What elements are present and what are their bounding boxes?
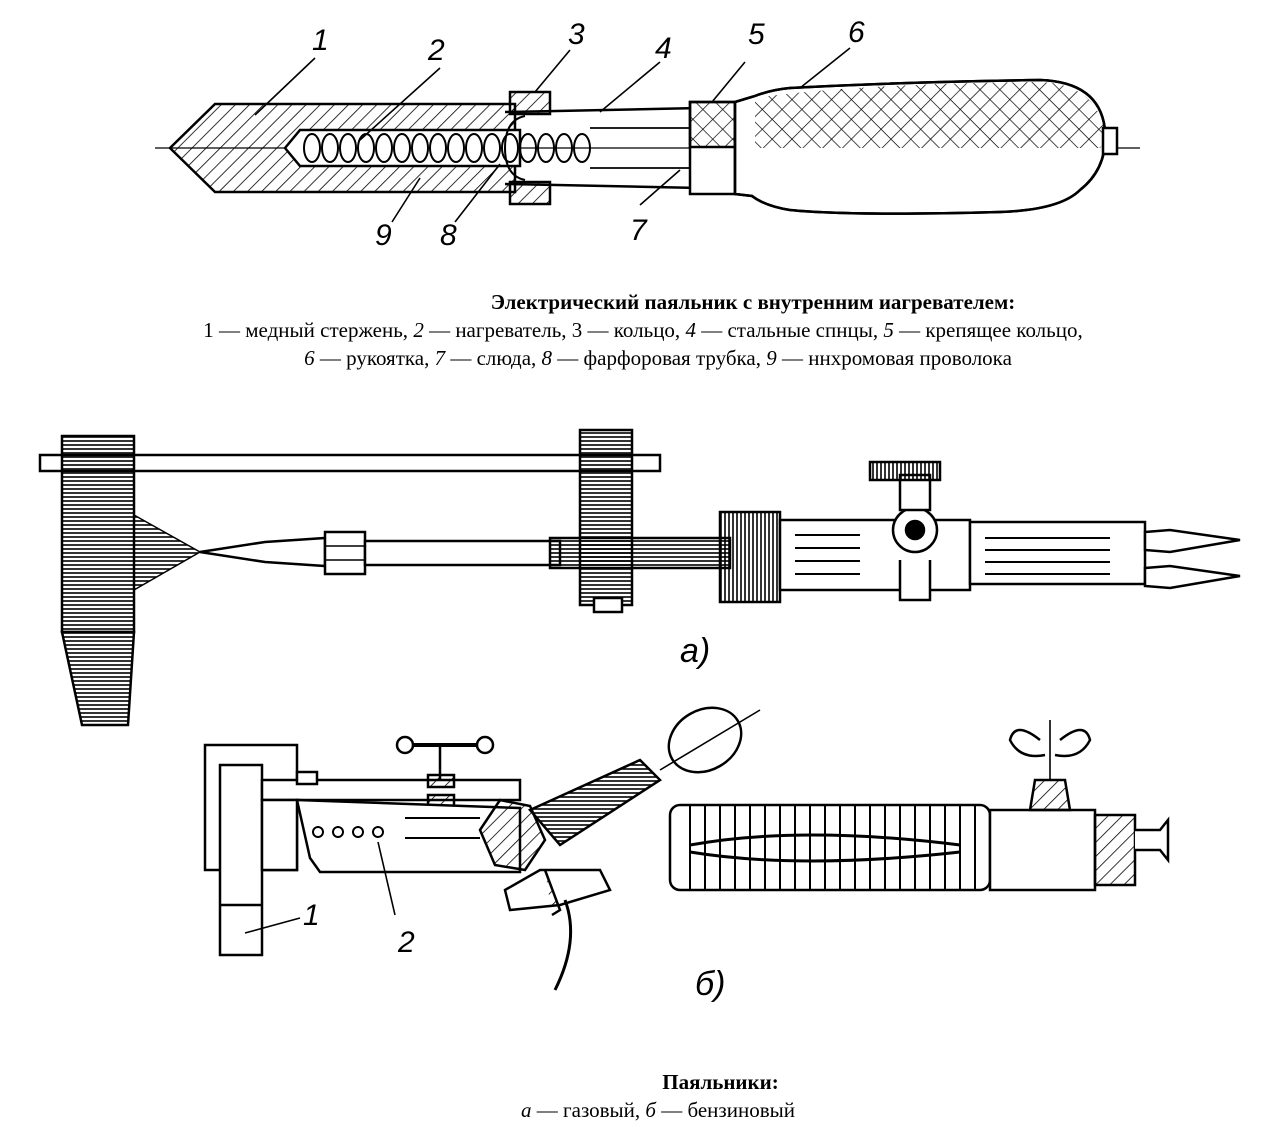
part-4-num: 4 xyxy=(685,318,696,342)
figure1-caption: Электрический паяльник с внутренним иагр… xyxy=(0,288,1276,372)
callout-1: 1 xyxy=(312,24,329,57)
clamp xyxy=(578,428,634,607)
nozzle xyxy=(199,536,327,568)
part-2-num: 2 xyxy=(413,318,424,342)
flame xyxy=(133,513,202,592)
callout-5: 5 xyxy=(748,18,765,51)
part-4-text: — стальные спнцы, xyxy=(695,318,884,342)
part-7-text: — слюда, xyxy=(445,346,542,370)
callout-b-1: 1 xyxy=(303,899,320,932)
caption-a-letter: а xyxy=(521,1098,532,1122)
gas-soldering-iron xyxy=(38,428,1241,727)
part-6-num: 6 xyxy=(304,346,315,370)
figure2-caption: Паяльники: а — газовый, б — бензиновый xyxy=(0,1068,1276,1124)
callout-7: 7 xyxy=(630,214,648,247)
hose-fitting-bottom xyxy=(1143,564,1241,590)
fuel-tank xyxy=(668,803,992,892)
part-2-text: — нагреватель, xyxy=(423,318,572,342)
burner-body xyxy=(778,518,972,592)
nozzle-nut xyxy=(323,530,367,576)
coupling xyxy=(718,510,782,604)
figure2-caption-title: Паяльники: xyxy=(662,1070,779,1094)
callout-b-2: 2 xyxy=(397,926,415,959)
part-8-text: — фарфоровая трубка, xyxy=(552,346,767,370)
callout-2: 2 xyxy=(427,34,445,67)
pump-bulb xyxy=(667,706,743,774)
part-5-num: 5 xyxy=(883,318,894,342)
caption-b-text: — бензиновый xyxy=(655,1098,795,1122)
figure2-callouts: 1 2 xyxy=(303,899,415,959)
hex-nut xyxy=(478,798,547,872)
callout-9: 9 xyxy=(375,219,392,252)
figure1-parts-line2: 6 — рукоятка, 7 — слюда, 8 — фарфоровая … xyxy=(0,344,1276,372)
figure1-callouts: 1 2 3 4 5 6 9 8 7 xyxy=(312,16,865,252)
part-1-text: — медный стержень, xyxy=(213,318,414,342)
part-3-num: 3 xyxy=(571,318,583,342)
hose-fitting-top xyxy=(1143,528,1241,554)
callout-4: 4 xyxy=(655,32,672,65)
caption-b-letter: б xyxy=(645,1098,656,1122)
gas-tube xyxy=(363,539,562,567)
ring xyxy=(508,90,552,116)
part-6-text: — рукоятка, xyxy=(314,346,435,370)
figure2-labels: а) б) xyxy=(680,632,725,1003)
part-1-num: 1 xyxy=(203,318,214,342)
part-3-text: — кольцо, xyxy=(582,318,686,342)
caption-a-text: — газовый, xyxy=(531,1098,646,1122)
pump xyxy=(527,758,662,847)
part-8-num: 8 xyxy=(541,346,553,370)
part-7-num: 7 xyxy=(434,346,446,370)
valve-knob xyxy=(868,460,942,482)
air-holes xyxy=(312,826,384,838)
part-9-num: 9 xyxy=(766,346,777,370)
label-b: б) xyxy=(695,965,725,1003)
callout-6: 6 xyxy=(848,16,865,49)
label-a: а) xyxy=(680,632,710,670)
copper-block xyxy=(60,434,136,634)
callout-3: 3 xyxy=(568,18,585,51)
part-5-text: — крепящее кольцо, xyxy=(893,318,1083,342)
figure1-parts-line1: 1 — медный стержень, 2 — нагреватель, 3 … xyxy=(0,316,1276,344)
part-9-text: — ннхромовая проволока xyxy=(776,346,1012,370)
figure1-caption-title: Электрический паяльник с внутренним иагр… xyxy=(490,290,1016,314)
callout-8: 8 xyxy=(440,219,457,252)
wing-screw xyxy=(1028,778,1072,812)
electric-soldering-iron xyxy=(155,47,1140,223)
gasoline-soldering-iron xyxy=(203,706,1170,991)
